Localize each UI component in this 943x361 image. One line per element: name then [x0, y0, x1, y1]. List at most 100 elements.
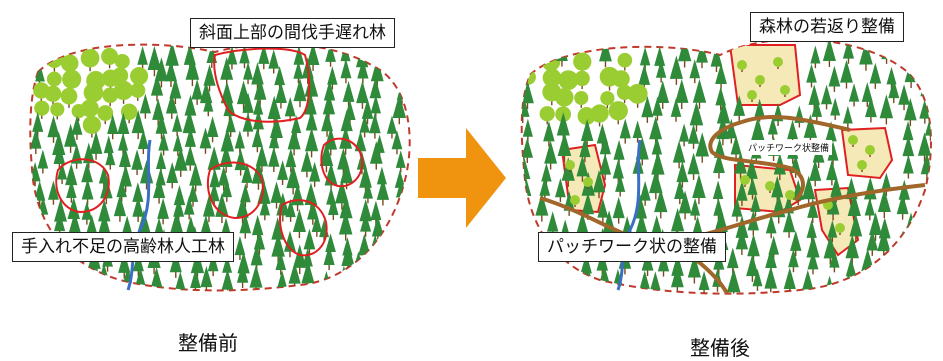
conifer-tree	[175, 271, 186, 291]
conifer-tree	[524, 254, 536, 279]
conifer-tree	[916, 226, 930, 256]
broadleaf-tree	[583, 177, 593, 189]
before-highlight-2	[206, 161, 264, 220]
conifer-tree	[599, 153, 612, 181]
conifer-tree	[225, 114, 236, 137]
conifer-tree	[641, 95, 654, 123]
conifer-tree	[293, 60, 304, 84]
conifer-tree	[107, 114, 119, 140]
conifer-tree	[580, 118, 594, 147]
broadleaf-tree	[574, 70, 590, 90]
conifer-tree	[827, 141, 839, 166]
conifer-tree	[652, 96, 663, 121]
conifer-tree	[234, 236, 246, 261]
conifer-tree	[131, 149, 143, 176]
conifer-tree	[251, 62, 264, 91]
conifer-tree	[524, 271, 538, 294]
conifer-tree	[822, 39, 836, 68]
conifer-tree	[105, 147, 116, 170]
broadleaf-tree	[773, 57, 783, 69]
label-patchwork-path: パッチワーク状整備	[745, 140, 833, 155]
conifer-tree	[521, 231, 532, 262]
after-forest	[520, 38, 932, 295]
conifer-tree	[184, 145, 196, 171]
conifer-tree	[242, 112, 254, 137]
conifer-tree	[292, 208, 306, 239]
conifer-tree	[321, 110, 333, 137]
broadleaf-tree	[785, 190, 795, 202]
conifer-tree	[827, 220, 838, 243]
conifer-tree	[807, 250, 819, 275]
conifer-tree	[674, 178, 686, 205]
conifer-tree	[81, 178, 94, 205]
conifer-tree	[865, 96, 877, 123]
conifer-tree	[165, 92, 178, 119]
conifer-tree	[915, 273, 929, 294]
conifer-tree	[275, 251, 287, 275]
broadleaf-tree	[539, 106, 555, 125]
conifer-tree	[898, 40, 910, 66]
conifer-tree	[710, 45, 723, 72]
conifer-tree	[847, 192, 861, 223]
conifer-tree	[137, 46, 148, 70]
broadleaf-tree	[97, 105, 114, 125]
conifer-tree	[57, 161, 68, 185]
conifer-tree	[82, 142, 95, 169]
conifer-tree	[306, 43, 320, 71]
conifer-tree	[132, 196, 144, 222]
conifer-tree	[284, 96, 296, 122]
conifer-tree	[830, 97, 841, 121]
conifer-tree	[821, 84, 833, 110]
conifer-tree	[356, 80, 369, 109]
conifer-tree	[220, 56, 234, 86]
conifer-tree	[53, 143, 66, 170]
conifer-tree	[157, 197, 170, 225]
conifer-tree	[335, 179, 349, 210]
conifer-tree	[340, 58, 352, 84]
broadleaf-tree	[737, 60, 747, 72]
conifer-tree	[226, 45, 238, 70]
before-stream	[126, 139, 152, 291]
conifer-tree	[809, 159, 822, 187]
conifer-tree	[37, 149, 49, 174]
conifer-tree	[557, 131, 572, 163]
broadleaf-tree	[82, 115, 101, 138]
conifer-tree	[203, 64, 216, 92]
conifer-tree	[906, 269, 919, 294]
conifer-tree	[726, 247, 739, 274]
conifer-tree	[764, 265, 778, 294]
conifer-tree	[579, 137, 591, 163]
conifer-tree	[155, 112, 168, 140]
conifer-tree	[322, 92, 336, 121]
conifer-tree	[869, 62, 882, 89]
conifer-tree	[670, 97, 682, 122]
conifer-tree	[236, 195, 249, 224]
conifer-tree	[690, 197, 701, 221]
broadleaf-tree	[44, 85, 62, 106]
broadleaf-tree	[755, 75, 765, 87]
conifer-tree	[361, 98, 374, 125]
broadleaf-tree	[835, 223, 845, 235]
conifer-tree	[811, 98, 823, 122]
conifer-tree	[919, 99, 931, 124]
conifer-tree	[918, 208, 931, 237]
conifer-tree	[615, 173, 626, 197]
conifer-tree	[386, 115, 398, 139]
conifer-tree	[311, 213, 323, 237]
conifer-tree	[391, 214, 402, 238]
conifer-tree	[880, 274, 891, 294]
conifer-tree	[840, 59, 853, 89]
conifer-tree	[557, 270, 571, 294]
conifer-tree	[535, 192, 549, 222]
broadleaf-tree	[565, 160, 575, 172]
caption-after: 整備後	[690, 336, 750, 360]
broadleaf-tree	[130, 82, 146, 101]
conifer-tree	[713, 151, 725, 179]
conifer-tree	[187, 183, 199, 207]
conifer-tree	[521, 80, 534, 110]
conifer-tree	[158, 132, 169, 156]
conifer-tree	[342, 80, 355, 108]
conifer-tree	[64, 123, 78, 153]
conifer-tree	[189, 162, 203, 192]
